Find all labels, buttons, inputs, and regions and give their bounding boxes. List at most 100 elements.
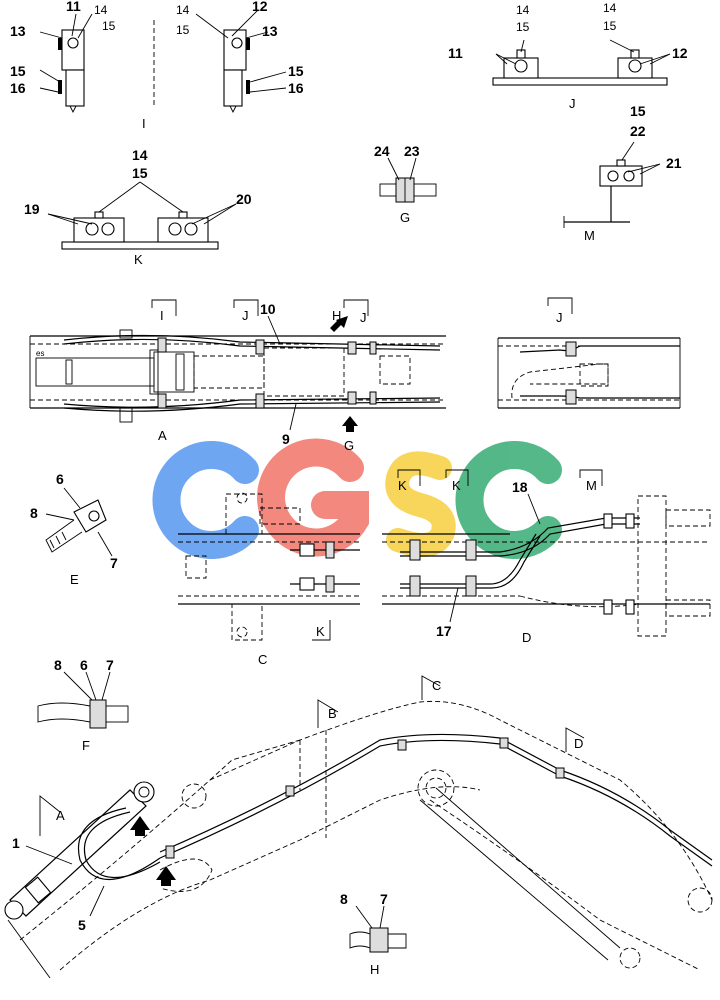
view-e: 6 8 7 E [30, 471, 118, 587]
part-24-label: 24 [374, 143, 390, 159]
part-18-label: 18 [512, 479, 528, 495]
view-k-right-clamp [157, 217, 209, 243]
boom-section-d: D [574, 736, 583, 751]
view-a-arrow-h: H [332, 308, 341, 323]
view-c: K C [178, 492, 360, 667]
part-15-label: 15 [102, 19, 116, 33]
view-e-title: E [70, 572, 79, 587]
boom-section-a: A [56, 808, 65, 823]
view-a-arrow-g: G [344, 438, 354, 453]
view-j-detail-clamp [565, 389, 577, 405]
view-k-title: K [134, 252, 143, 267]
view-d-title: D [522, 630, 531, 645]
view-a-clamp [157, 393, 167, 409]
arrow-f-icon [156, 866, 176, 886]
view-d-clamp [465, 539, 477, 561]
view-a-section-i: I [160, 308, 164, 323]
view-k-plate [61, 241, 219, 250]
part-15-label: 15 [630, 103, 646, 119]
part-22-label: 22 [630, 123, 646, 139]
view-a-clamp [369, 341, 377, 355]
boom-side-view: A B C D 1 5 [4, 675, 713, 979]
part-14-label: 14 [516, 3, 530, 17]
view-i-left-pipe [65, 69, 85, 107]
view-i-left-bracket [61, 29, 85, 71]
view-a-clamp [255, 393, 265, 409]
boom-clamp [555, 767, 565, 779]
part-10-label: 10 [260, 301, 276, 317]
part-9-label: 9 [282, 431, 290, 447]
view-i-title: I [142, 116, 146, 131]
view-d-section-m: M [586, 478, 597, 493]
watermark-letter-c2 [455, 441, 562, 559]
part-15-label: 15 [176, 23, 190, 37]
part-6-label: 6 [56, 471, 64, 487]
boom-section-b: B [328, 706, 337, 721]
view-g: 24 23 G [374, 143, 437, 225]
view-m-title: M [584, 228, 595, 243]
view-c-title: C [258, 652, 267, 667]
view-d-clamp [409, 539, 421, 561]
view-d-clamp [465, 575, 477, 597]
view-i-right-bracket [223, 29, 247, 71]
arrow-g-icon [342, 416, 358, 432]
view-c-section-k: K [316, 624, 325, 639]
view-a-clamp [347, 391, 357, 405]
view-f: 8 6 7 F [37, 657, 129, 753]
part-13-label: 13 [10, 23, 26, 39]
view-c-clamp [325, 575, 335, 593]
part-8-label: 8 [54, 657, 62, 673]
view-j: 11 14 15 14 15 12 J [448, 1, 688, 111]
view-i-left-bolt [67, 37, 79, 49]
view-a-clamp [157, 337, 167, 353]
view-j-plate [492, 77, 668, 86]
view-c-clamp [325, 541, 335, 559]
part-13-label: 13 [262, 23, 278, 39]
view-d: K K M 18 17 D [382, 469, 711, 645]
boom-clamp [285, 785, 295, 797]
part-14-label: 14 [176, 3, 190, 17]
view-j-detail-clamp [565, 341, 577, 357]
part-14-label: 14 [603, 1, 617, 15]
view-d-clamp [409, 575, 421, 597]
part-1-label: 1 [12, 835, 20, 851]
watermark-letter-s [385, 451, 456, 557]
view-a-section-j: J [242, 308, 249, 323]
watermark-letter-c1 [152, 441, 259, 559]
view-a-clamp [255, 339, 265, 355]
part-21-label: 21 [666, 155, 682, 171]
view-m-clamp [599, 165, 643, 187]
view-m: 15 22 21 M [563, 103, 682, 243]
view-d-section-k2: K [452, 478, 461, 493]
part-15-label: 15 [10, 63, 26, 79]
part-11-label: 11 [66, 0, 81, 14]
part-5-label: 5 [78, 917, 86, 933]
part-19-label: 19 [24, 201, 40, 217]
part-11-label: 11 [448, 45, 463, 61]
view-f-clamp [89, 699, 107, 729]
view-d-section-k1: K [398, 478, 407, 493]
view-k: 14 15 19 20 K [24, 147, 252, 267]
boom-main-hose [159, 733, 713, 861]
arrow-h-icon [330, 316, 348, 332]
view-h-title: H [370, 962, 379, 977]
view-a: es I J J H G 10 9 A [29, 299, 446, 453]
view-j-detail: J [497, 297, 681, 409]
part-17-label: 17 [436, 623, 452, 639]
view-a-title: A [158, 428, 167, 443]
part-8-label: 8 [30, 505, 38, 521]
view-g-title: G [400, 210, 410, 225]
view-f-title: F [82, 738, 90, 753]
view-a-section-j2: J [360, 310, 367, 325]
part-8-label: 8 [340, 891, 348, 907]
part-14-label: 14 [94, 3, 108, 17]
part-23-label: 23 [404, 143, 420, 159]
view-a-clamp [369, 391, 377, 405]
view-a-clamp [347, 341, 357, 355]
part-15-label: 15 [288, 63, 304, 79]
part-12-label: 12 [252, 0, 268, 14]
part-16-label: 16 [288, 80, 304, 96]
watermark-letter-g [257, 438, 369, 557]
part-15-label: 15 [132, 165, 148, 181]
